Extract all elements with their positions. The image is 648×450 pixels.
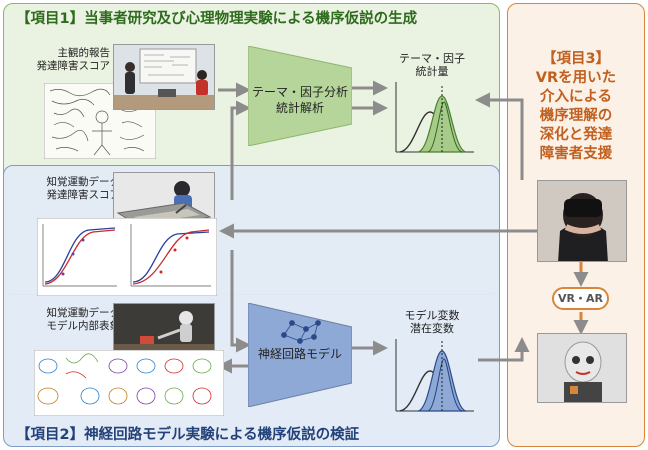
label-line: 発達障害スコア [36, 60, 111, 72]
vr-headset-illustration [558, 193, 608, 261]
arrow-perception-to-stats [230, 100, 251, 200]
label-perception-data: 知覚運動データ 発達障害スコア [20, 176, 121, 202]
label-line: 発達障害スコア [46, 189, 121, 201]
analysis-funnel [248, 46, 352, 146]
section3-title-line: 介入による [539, 89, 613, 105]
vr-ar-badge: VR・AR [552, 287, 609, 310]
arrow-output-to-vr [478, 337, 530, 362]
section3-title: 【項目3】 VRを用いた 介入による 機序理解の 深化と発達 障害者支援 [512, 50, 640, 164]
section3-title-line: 深化と発達 [539, 127, 613, 143]
arrow-vr-to-stats [475, 92, 524, 180]
section3-title-line: VRを用いた [535, 70, 617, 86]
section3-title-line: 機序理解の [539, 108, 613, 124]
meeting-illustration [114, 48, 214, 109]
output-label-line: テーマ・因子 [399, 52, 465, 65]
section3-title-line: 障害者支援 [539, 146, 613, 162]
psychometric-curves-image [37, 218, 217, 296]
robot-head-illustration [564, 341, 602, 402]
arrow-perception-to-model [230, 250, 251, 353]
label-model-representation: 知覚運動データ モデル内部表象 [20, 307, 121, 333]
funnel-label-line: 統計解析 [275, 101, 324, 115]
section3-title-line: 【項目3】 [541, 51, 611, 67]
distribution-plot-model [395, 339, 474, 412]
output-label-model: モデル変数 潜在変数 [388, 309, 476, 335]
label-line: 主観的報告 [57, 47, 111, 59]
output-label-line: 潜在変数 [410, 322, 454, 335]
label-line: 知覚運動データ [46, 176, 121, 188]
model-representation-grid [34, 350, 224, 416]
distribution-plot-theme [395, 82, 474, 153]
output-label-line: モデル変数 [404, 309, 460, 322]
vr-headset-photo [537, 180, 627, 262]
label-subjective-report: 主観的報告 発達障害スコア [22, 47, 111, 73]
funnel-label-line: テーマ・因子分析 [251, 85, 348, 99]
funnel-label-neural: 神経回路モデル [257, 347, 342, 361]
label-line: 知覚運動データ [46, 307, 121, 319]
section2-title: 【項目2】神経回路モデル実験による機序仮説の検証 [16, 427, 360, 443]
label-line: モデル内部表象 [46, 320, 121, 332]
meeting-photo [113, 44, 215, 110]
output-label-line: 統計量 [415, 65, 449, 78]
output-label-theme: テーマ・因子 統計量 [388, 52, 476, 78]
robot-head-photo [537, 333, 627, 403]
neural-model-funnel [248, 303, 352, 407]
funnel-label-analysis: テーマ・因子分析 統計解析 [248, 84, 352, 116]
section1-title: 【項目1】当事者研究及び心理物理実験による機序仮説の生成 [16, 11, 418, 27]
